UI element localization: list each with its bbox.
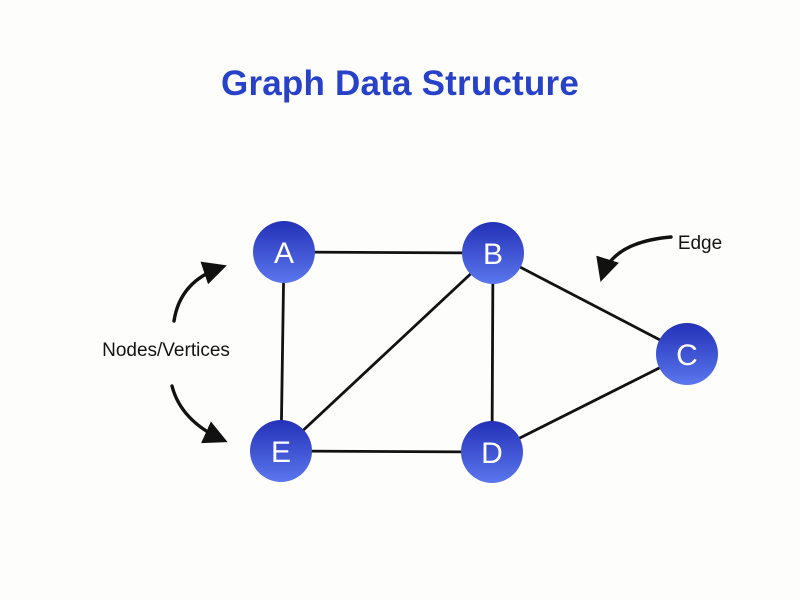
edge-annotation-label: Edge (678, 233, 722, 254)
edge-C-D (490, 352, 689, 454)
edge-pointer-arrow (596, 235, 673, 282)
node-B-circle (462, 222, 524, 284)
annotation-arrows (170, 235, 673, 444)
node-A-label: A (274, 237, 294, 270)
edge-B-E (279, 251, 495, 453)
nodes-vertices-annotation-label: Nodes/Vertices (102, 340, 230, 361)
edge-A-B (282, 250, 495, 255)
node-D-label: D (481, 437, 503, 470)
node-E-circle (250, 420, 312, 482)
node-B: B (462, 222, 524, 284)
edge-A-E (279, 250, 286, 453)
nodes-vertices-arrow-to-E (170, 384, 228, 444)
node-A-circle (253, 221, 315, 283)
nodes-vertices-arrow-to-A (172, 261, 227, 323)
node-A: A (253, 221, 315, 283)
node-E-label: E (271, 436, 291, 469)
node-D-circle (461, 421, 523, 483)
node-D: D (461, 421, 523, 483)
nodes: A B C D E (250, 221, 718, 483)
node-B-label: B (483, 238, 503, 271)
edge-D-E (279, 449, 494, 454)
edges (279, 250, 689, 454)
node-C: C (656, 323, 718, 385)
node-E: E (250, 420, 312, 482)
edge-B-C (491, 251, 689, 356)
node-C-label: C (676, 339, 698, 372)
page-title: Graph Data Structure (221, 64, 579, 103)
edge-B-D (490, 251, 495, 454)
node-C-circle (656, 323, 718, 385)
